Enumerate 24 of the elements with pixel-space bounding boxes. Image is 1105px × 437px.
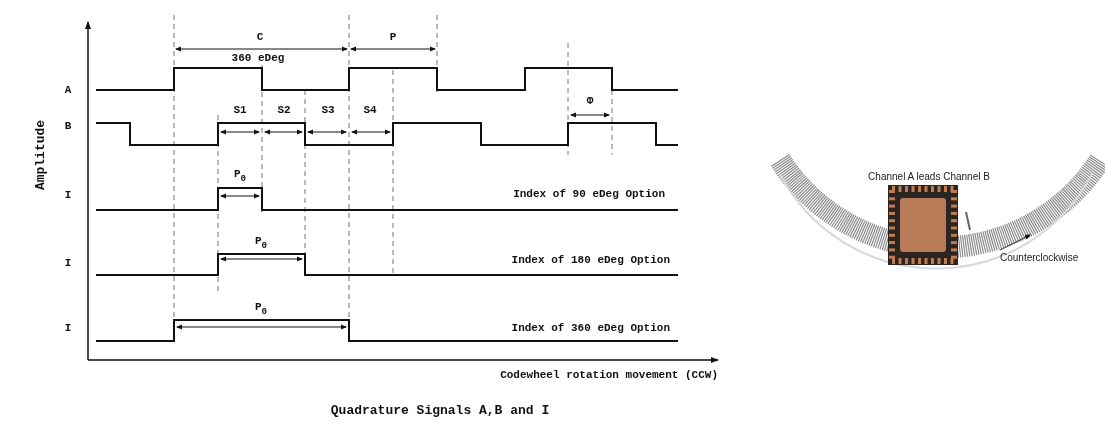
signal-name: B — [64, 120, 72, 132]
dimension-label: P — [389, 31, 397, 43]
dimension-label: S1 — [233, 104, 247, 116]
axis-label: Codewheel rotation movement (CCW) — [500, 369, 718, 381]
dimension-label: 360 eDeg — [231, 52, 285, 64]
dimension-label: C — [256, 31, 264, 43]
option-label: Index of 90 eDeg Option — [513, 188, 665, 200]
drawing-label: Counterclockwise — [1000, 253, 1079, 263]
dimension-label: Φ — [586, 95, 594, 107]
dimension-label: S2 — [277, 104, 291, 116]
dimension-label: P$_{0}$ — [254, 302, 268, 316]
dimension-label: S4 — [363, 104, 377, 116]
caption: Quadrature Signals A,B and I — [330, 403, 550, 417]
signal-name: I — [64, 322, 72, 334]
drawing-label: Channel A leads Channel B — [868, 172, 990, 182]
signal-name: I — [64, 257, 72, 269]
signal-name: I — [64, 189, 72, 201]
signal-name: A — [64, 84, 72, 96]
option-label: Index of 360 eDeg Option — [511, 322, 670, 334]
option-label: Index of 180 eDeg Option — [511, 254, 670, 266]
axis-label: Amplitude — [33, 119, 47, 191]
dimension-label: P$_{0}$ — [233, 169, 247, 183]
dimension-label: S3 — [321, 104, 335, 116]
dimension-label: P$_{0}$ — [254, 236, 268, 250]
